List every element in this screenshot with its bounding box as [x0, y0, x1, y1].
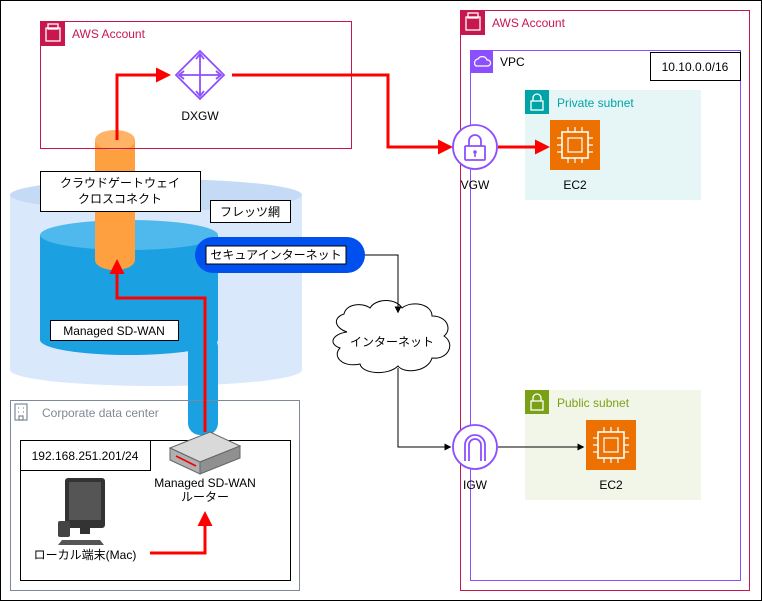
- internet-cloud-icon: [332, 300, 451, 373]
- corporate-cidr: 192.168.251.201/24: [32, 449, 139, 463]
- flow-router-to-xconnect: [109, 259, 207, 432]
- private-subnet-lock-icon: [525, 90, 549, 114]
- cloud-xconnect-label-line2: クロスコネクト: [78, 192, 162, 206]
- vgw-label: VGW: [461, 178, 490, 192]
- flets-label: フレッツ網: [220, 205, 280, 219]
- vpc-container: [470, 50, 741, 581]
- public-subnet-lock-icon: [525, 390, 549, 414]
- secure-internet-label: セキュアインターネット: [210, 248, 341, 262]
- flow-dxgw-to-vgw: [232, 73, 453, 155]
- ec2-public-icon: [586, 420, 636, 470]
- aws-account-1-container: [40, 21, 352, 149]
- internet-label: インターネット: [350, 335, 434, 349]
- aws-account-2-container: [460, 10, 750, 591]
- local-pc-label: ローカル端末(Mac): [34, 548, 137, 562]
- public-subnet-label: Public subnet: [557, 396, 630, 410]
- aws-account-1-icon: [41, 22, 65, 46]
- private-subnet-label: Private subnet: [557, 96, 634, 110]
- vpc-icon: [471, 51, 493, 73]
- ec2-public-label: EC2: [599, 478, 623, 492]
- router-icon: [168, 431, 242, 475]
- vpc-cidr: 10.10.0.0/16: [662, 60, 729, 74]
- corporate-dc-container: [10, 400, 300, 591]
- router-label-line2: ルーター: [181, 490, 229, 504]
- flow-xconnect-to-dxgw: [115, 67, 171, 140]
- desktop-computer-icon: [58, 478, 105, 545]
- flets-box: [210, 200, 291, 223]
- aws-account-2-icon: [461, 11, 485, 35]
- vpc-label: VPC: [500, 55, 525, 69]
- corporate-dc-label: Corporate data center: [42, 406, 159, 420]
- dxgw-icon: [174, 49, 226, 101]
- flow-internet-to-igw: [397, 368, 452, 451]
- cloud-xconnect-box: [40, 171, 201, 212]
- secure-internet-box: [205, 245, 347, 265]
- aws-account-2-label: AWS Account: [492, 16, 566, 30]
- ec2-private-icon: [550, 120, 600, 170]
- igw-icon: [452, 424, 498, 470]
- managed-sdwan-box: [50, 320, 179, 341]
- managed-sdwan-label: Managed SD-WAN: [63, 324, 165, 338]
- corporate-lan-box: [20, 440, 291, 581]
- flow-pc-to-router: [150, 511, 213, 555]
- cloud-xconnect-label-line1: クラウドゲートウェイ: [60, 176, 180, 190]
- ec2-private-label: EC2: [563, 178, 587, 192]
- sdwan-tube: [188, 335, 218, 435]
- igw-label: IGW: [463, 478, 488, 492]
- vgw-icon: [452, 124, 498, 170]
- building-icon: [14, 403, 28, 421]
- dxgw-label: DXGW: [181, 109, 219, 123]
- aws-account-1-label: AWS Account: [72, 27, 146, 41]
- flow-secure-to-internet: [365, 254, 402, 314]
- router-label-line1: Managed SD-WAN: [154, 476, 256, 490]
- corporate-cidr-box: [20, 440, 151, 471]
- vpc-cidr-box: [650, 52, 741, 81]
